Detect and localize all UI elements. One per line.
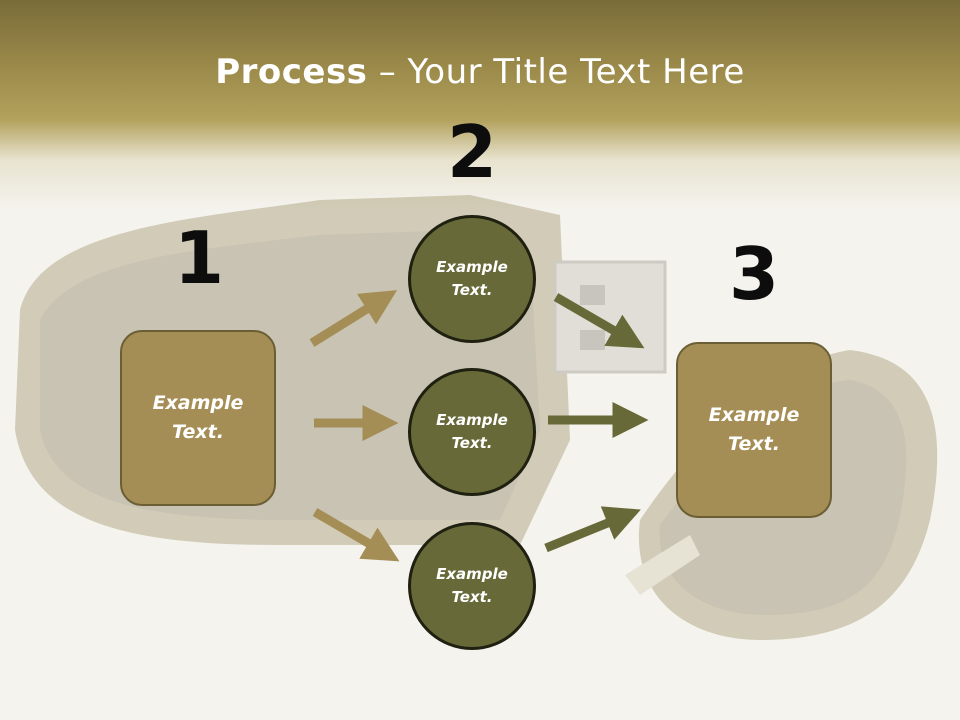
top-circle: Example Text. (408, 215, 536, 343)
step-number-1: 1 (173, 216, 225, 300)
right-process-box: Example Text. (676, 342, 832, 518)
step-number-3: 3 (728, 232, 780, 316)
bottom-circle-text: Example Text. (436, 565, 508, 606)
title-bold: Process (215, 52, 368, 92)
left-box-text: Example Text. (152, 392, 244, 443)
bottom-circle: Example Text. (408, 522, 536, 650)
middle-circle-text: Example Text. (436, 411, 508, 452)
step-number-2: 2 (446, 110, 498, 194)
header-band (0, 0, 960, 210)
middle-circle: Example Text. (408, 368, 536, 496)
title-rest: – Your Title Text Here (367, 52, 745, 92)
slide-title: Process – Your Title Text Here (0, 52, 960, 92)
arrow-left-to-bottom (312, 508, 400, 562)
arrow-bottom-to-right (544, 506, 641, 553)
top-circle-text: Example Text. (436, 258, 508, 299)
left-process-box: Example Text. (120, 330, 276, 506)
right-box-text: Example Text. (708, 404, 800, 455)
arrow-left-to-top (309, 290, 398, 347)
arrow-top-to-right (553, 293, 645, 349)
